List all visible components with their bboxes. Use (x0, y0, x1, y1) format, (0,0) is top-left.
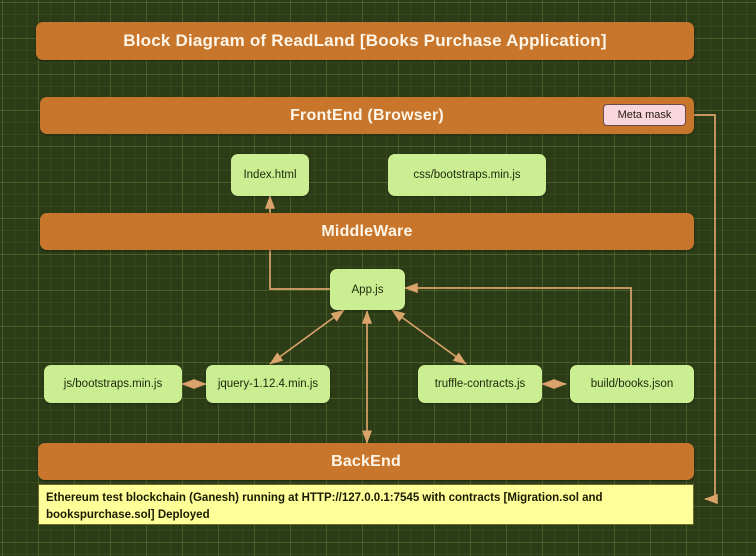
badge-meta-mask-label: Meta mask (617, 109, 672, 121)
node-build-books-json[interactable]: build/books.json (570, 365, 694, 403)
node-css-bootstraps[interactable]: css/bootstraps.min.js (388, 154, 546, 196)
node-build-books-json-label: build/books.json (590, 378, 674, 390)
connector-metamask-to-backend (686, 114, 718, 505)
node-jquery[interactable]: jquery-1.12.4.min.js (206, 365, 330, 403)
node-css-bootstraps-label: css/bootstraps.min.js (413, 169, 521, 181)
band-middleware-label: MiddleWare (321, 222, 413, 240)
band-backend: BackEnd (38, 443, 694, 480)
diagram-title-bar: Block Diagram of ReadLand [Books Purchas… (36, 22, 694, 60)
band-frontend: FrontEnd (Browser) (40, 97, 694, 134)
badge-meta-mask[interactable]: Meta mask (603, 104, 686, 126)
node-app-js-label: App.js (351, 283, 384, 296)
band-backend-label: BackEnd (331, 452, 401, 470)
node-jquery-label: jquery-1.12.4.min.js (217, 378, 319, 390)
band-frontend-label: FrontEnd (Browser) (290, 106, 444, 124)
node-js-bootstraps-label: js/bootstraps.min.js (63, 378, 163, 390)
band-middleware: MiddleWare (40, 213, 694, 250)
connector-booksjson-to-appjs (404, 282, 632, 365)
node-index-html[interactable]: Index.html (231, 154, 309, 196)
node-app-js[interactable]: App.js (330, 269, 405, 310)
status-blockchain-text: Ethereum test blockchain (Ganesh) runnin… (46, 492, 603, 521)
node-js-bootstraps[interactable]: js/bootstraps.min.js (44, 365, 182, 403)
status-blockchain-info: Ethereum test blockchain (Ganesh) runnin… (38, 484, 694, 525)
connector-appjs-jquery (269, 309, 345, 365)
page-title: Block Diagram of ReadLand [Books Purchas… (123, 31, 607, 50)
connector-appjs-truffle (391, 309, 467, 365)
node-truffle-contracts-label: truffle-contracts.js (434, 378, 526, 390)
node-truffle-contracts[interactable]: truffle-contracts.js (418, 365, 542, 403)
node-index-html-label: Index.html (243, 169, 297, 181)
